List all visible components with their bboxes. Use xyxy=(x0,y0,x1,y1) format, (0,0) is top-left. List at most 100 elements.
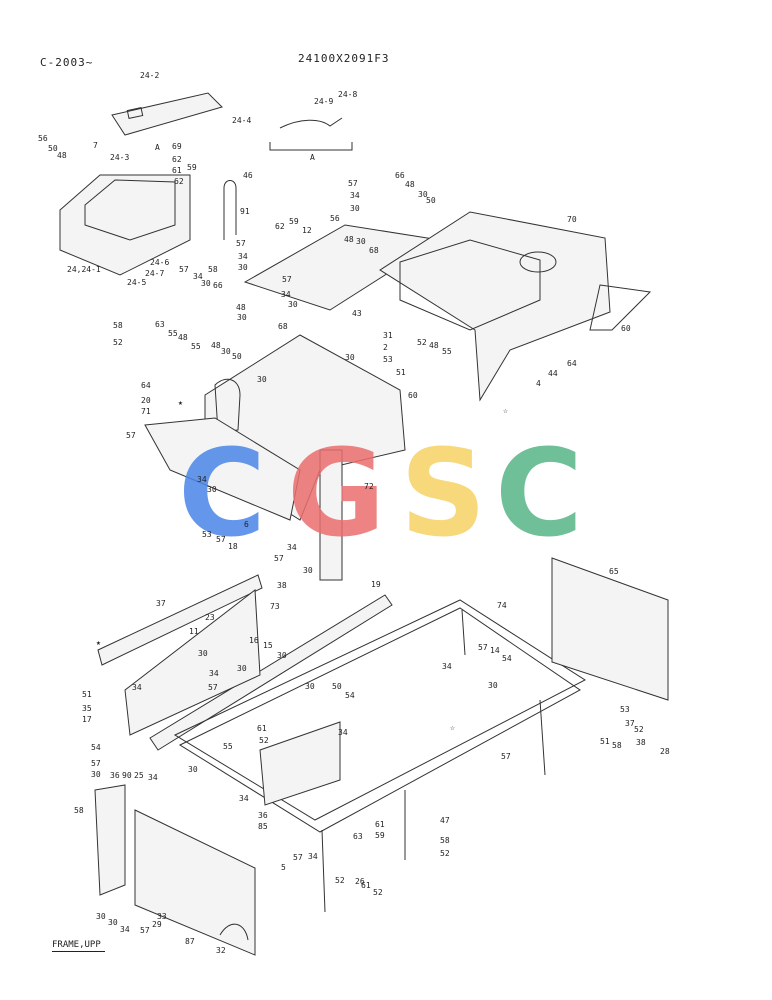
part-number-label: 30 xyxy=(277,651,287,660)
part-number-label: 14 xyxy=(490,646,500,655)
part-number-label: 11 xyxy=(189,627,199,636)
part-number-label: 51 xyxy=(600,737,610,746)
part-number-label: 61 xyxy=(257,724,267,733)
part-number-label: 62 xyxy=(275,222,285,231)
part-number-label: 24-8 xyxy=(338,90,357,99)
rail-74 xyxy=(97,574,263,666)
part-number-label: 61 xyxy=(172,166,182,175)
part-number-label: 48 xyxy=(178,333,188,342)
part-number-label: 51 xyxy=(82,690,92,699)
part-number-label: 91 xyxy=(240,207,250,216)
handle-29 xyxy=(219,923,249,941)
part-number-label: 85 xyxy=(258,822,268,831)
part-number-label: 30 xyxy=(418,190,428,199)
part-number-label: 24,24-1 xyxy=(67,265,101,274)
part-number-label: 34 xyxy=(442,662,452,671)
part-number-label: 30 xyxy=(108,918,118,927)
part-number-label: 56 xyxy=(330,214,340,223)
part-number-label: 30 xyxy=(96,912,106,921)
part-number-label: 30 xyxy=(237,313,247,322)
part-number-label: 48 xyxy=(57,151,67,160)
part-number-label: 68 xyxy=(369,246,379,255)
part-number-label: 30 xyxy=(350,204,360,213)
part-number-label: 52 xyxy=(373,888,383,897)
part-number-label: 54 xyxy=(345,691,355,700)
part-number-label: 63 xyxy=(155,320,165,329)
left-console xyxy=(59,174,191,276)
part-number-label: 90 xyxy=(122,771,132,780)
part-number-label: 34 xyxy=(120,925,130,934)
part-number-label: 30 xyxy=(198,649,208,658)
part-number-label: 51 xyxy=(396,368,406,377)
part-number-label: 30 xyxy=(221,347,231,356)
part-number-label: 28 xyxy=(660,747,670,756)
part-number-label: 34 xyxy=(132,683,142,692)
bracket-19 xyxy=(319,449,343,581)
view-a-detail xyxy=(269,117,353,151)
part-number-label: 66 xyxy=(395,171,405,180)
part-number-label: 34 xyxy=(238,252,248,261)
part-number-label: 37 xyxy=(156,599,166,608)
part-number-label: 17 xyxy=(82,715,92,724)
part-number-label: 52 xyxy=(634,725,644,734)
part-number-label: 44 xyxy=(548,369,558,378)
part-number-label: 34 xyxy=(338,728,348,737)
part-number-label: 59 xyxy=(375,831,385,840)
part-number-label: 64 xyxy=(567,359,577,368)
part-number-label: 30 xyxy=(188,765,198,774)
cgsc-watermark: C G S C xyxy=(178,425,583,564)
part-number-label: 24-7 xyxy=(145,269,164,278)
plate-72 xyxy=(144,417,301,521)
part-number-label: 34 xyxy=(193,272,203,281)
part-number-label: 30 xyxy=(488,681,498,690)
part-number-label: 48 xyxy=(344,235,354,244)
part-number-label: 33 xyxy=(157,912,167,921)
part-number-label: 57 xyxy=(140,926,150,935)
part-number-label: 68 xyxy=(278,322,288,331)
part-number-label: 34 xyxy=(287,543,297,552)
part-number-label: 87 xyxy=(185,937,195,946)
part-number-label: 30 xyxy=(288,300,298,309)
part-number-label: 55 xyxy=(191,342,201,351)
star-outline-symbol: ☆ xyxy=(450,723,455,732)
part-number-label: 34 xyxy=(239,794,249,803)
part-number-label: 60 xyxy=(621,324,631,333)
part-number-label: 57 xyxy=(236,239,246,248)
watermark-letter-1: C xyxy=(178,425,266,564)
part-number-label: 32 xyxy=(216,946,226,955)
part-number-label: 4 xyxy=(536,379,541,388)
part-number-label: 48 xyxy=(211,341,221,350)
part-number-label: 34 xyxy=(197,475,207,484)
part-number-label: 37 xyxy=(625,719,635,728)
part-number-label: 61 xyxy=(375,820,385,829)
part-number-label: 30 xyxy=(257,375,267,384)
part-number-label: 36 xyxy=(258,811,268,820)
part-number-label: 18 xyxy=(228,542,238,551)
part-number-label: 54 xyxy=(91,743,101,752)
part-number-label: 71 xyxy=(141,407,151,416)
cover-plate-24-2 xyxy=(111,92,223,136)
part-number-label: 58 xyxy=(612,741,622,750)
part-number-label: 66 xyxy=(213,281,223,290)
part-number-label: 23 xyxy=(205,613,215,622)
part-number-label: 53 xyxy=(383,355,393,364)
part-number-label: 5 xyxy=(281,863,286,872)
part-number-label: 60 xyxy=(408,391,418,400)
part-number-label: 7 xyxy=(93,141,98,150)
drawing-number: 24100X2091F3 xyxy=(298,52,390,65)
part-number-label: 30 xyxy=(303,566,313,575)
serial-range: C-2003~ xyxy=(40,56,94,69)
part-number-label: 31 xyxy=(383,331,393,340)
part-number-label: 59 xyxy=(289,217,299,226)
view-a-label: A xyxy=(310,153,315,162)
part-number-label: 56 xyxy=(38,134,48,143)
panel-87 xyxy=(94,784,126,896)
part-number-label: 24-5 xyxy=(127,278,146,287)
part-number-label: 73 xyxy=(270,602,280,611)
star-filled-symbol: ★ xyxy=(178,398,183,407)
part-number-label: 34 xyxy=(281,290,291,299)
part-number-label: 24-3 xyxy=(110,153,129,162)
part-number-label: 57 xyxy=(282,275,292,284)
panel-17 xyxy=(124,589,261,736)
